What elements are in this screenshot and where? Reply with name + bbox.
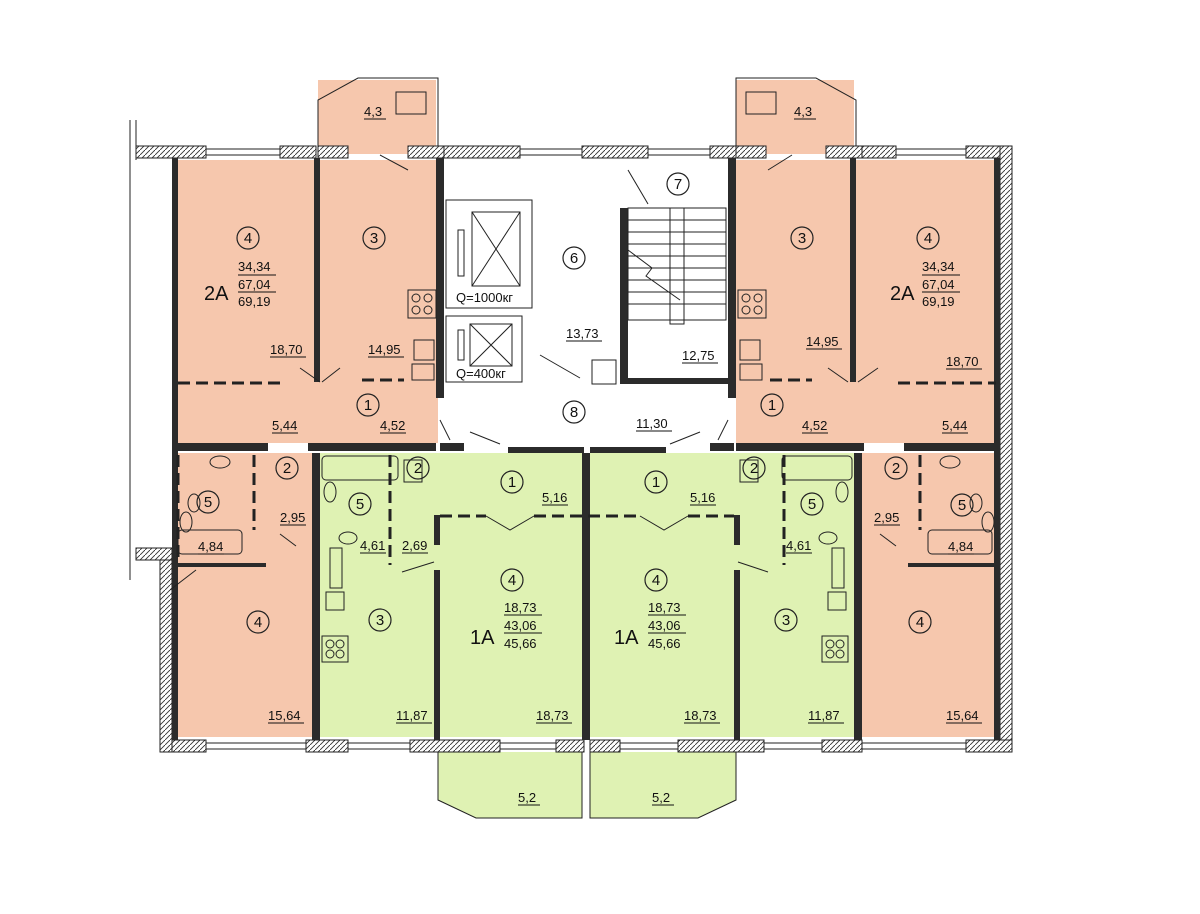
area-label: 14,95 xyxy=(368,342,401,357)
room-number: 7 xyxy=(674,176,682,193)
total-area: 43,06 xyxy=(504,618,537,633)
unit-left-2a-fill xyxy=(178,80,438,737)
interior-walls xyxy=(172,158,1000,740)
living-area: 18,73 xyxy=(648,600,681,615)
exterior-walls xyxy=(135,145,1013,753)
area-label: 4,84 xyxy=(948,539,973,554)
unit-right-1a-fill xyxy=(590,453,856,818)
area-label: 18,70 xyxy=(270,342,303,357)
area-label: 5,16 xyxy=(542,490,567,505)
area-label: 5,44 xyxy=(272,418,297,433)
area-label: 18,73 xyxy=(536,708,569,723)
door-swings xyxy=(169,154,897,591)
total-area-balcony: 69,19 xyxy=(238,294,271,309)
room-number: 1 xyxy=(508,474,516,491)
room-number: 1 xyxy=(768,397,776,414)
lift-capacity-large: Q=1000кг xyxy=(456,290,513,305)
total-area: 43,06 xyxy=(648,618,681,633)
area-label: 12,75 xyxy=(682,348,715,363)
room-number: 3 xyxy=(798,230,806,247)
fixtures-left xyxy=(177,289,437,663)
area-label: 4,52 xyxy=(802,418,827,433)
area-label: 11,87 xyxy=(396,708,428,723)
balcony-area: 5,2 xyxy=(652,790,670,805)
living-area: 34,34 xyxy=(922,259,955,274)
room-number: 4 xyxy=(924,230,932,247)
core-labels: Q=1000кг Q=400кг 6 13,73 7 12,75 8 11,30 xyxy=(456,176,718,432)
area-label: 14,95 xyxy=(806,334,839,349)
room-number: 4 xyxy=(508,572,516,589)
room-number: 4 xyxy=(916,614,924,631)
room-number: 5 xyxy=(356,496,364,513)
unit-left-1a-labels: 1 2 5 3 4 1А 18,73 43,06 45,66 5,16 4,61… xyxy=(356,460,572,806)
room-number: 2 xyxy=(750,460,758,477)
area-label: 15,64 xyxy=(946,708,979,723)
lift-capacity-small: Q=400кг xyxy=(456,366,506,381)
room-number: 8 xyxy=(570,404,578,421)
area-label: 5,16 xyxy=(690,490,715,505)
room-number: 5 xyxy=(808,496,816,513)
windows xyxy=(206,148,966,750)
living-area: 18,73 xyxy=(504,600,537,615)
total-area-balcony: 45,66 xyxy=(504,636,537,651)
room-number: 2 xyxy=(283,460,291,477)
dashed-partitions xyxy=(176,378,996,565)
total-area: 67,04 xyxy=(922,277,955,292)
staircase xyxy=(591,207,727,385)
room-number: 3 xyxy=(782,612,790,629)
unit-right-2a-labels: 3 4 1 2 5 4 2А 34,34 67,04 69,19 4,3 14,… xyxy=(768,104,982,724)
room-number: 4 xyxy=(244,230,252,247)
lift-large xyxy=(445,199,533,309)
unit-right-2a-fill xyxy=(736,80,998,737)
unit-right-1a-labels: 1 2 5 3 4 1А 18,73 43,06 45,66 5,16 4,61… xyxy=(614,460,844,806)
room-number: 1 xyxy=(364,397,372,414)
room-number: 5 xyxy=(204,494,212,511)
balcony-area: 4,3 xyxy=(364,104,382,119)
room-fills xyxy=(178,80,998,818)
balcony-area: 4,3 xyxy=(794,104,812,119)
area-label: 11,87 xyxy=(808,708,840,723)
room-number: 4 xyxy=(254,614,262,631)
room-number: 2 xyxy=(892,460,900,477)
unit-type-label: 2А xyxy=(204,283,229,305)
lift-small xyxy=(445,315,523,383)
total-area-balcony: 69,19 xyxy=(922,294,955,309)
unit-type-label: 1А xyxy=(470,627,495,649)
balcony-fixtures xyxy=(395,91,777,115)
room-number-circles xyxy=(196,172,974,634)
balcony-walls xyxy=(129,77,857,819)
room-number: 2 xyxy=(414,460,422,477)
area-label: 4,61 xyxy=(360,538,385,553)
area-label: 4,84 xyxy=(198,539,223,554)
unit-left-2a-labels: 4 3 1 2 5 4 2А 34,34 67,04 69,19 4,3 18,… xyxy=(198,104,406,724)
total-area-balcony: 45,66 xyxy=(648,636,681,651)
total-area: 67,04 xyxy=(238,277,271,292)
room-number: 5 xyxy=(958,497,966,514)
area-label: 4,52 xyxy=(380,418,405,433)
area-label: 18,70 xyxy=(946,354,979,369)
room-number: 3 xyxy=(376,612,384,629)
living-area: 34,34 xyxy=(238,259,271,274)
balcony-area: 5,2 xyxy=(518,790,536,805)
area-label: 15,64 xyxy=(268,708,301,723)
area-label: 2,95 xyxy=(280,510,305,525)
room-number: 6 xyxy=(570,250,578,267)
room-number: 1 xyxy=(652,474,660,491)
area-label: 4,61 xyxy=(786,538,811,553)
area-label: 13,73 xyxy=(566,326,599,341)
room-number: 3 xyxy=(370,230,378,247)
room-number: 4 xyxy=(652,572,660,589)
area-label: 2,95 xyxy=(874,510,899,525)
area-label: 5,44 xyxy=(942,418,967,433)
area-label: 2,69 xyxy=(402,538,427,553)
unit-type-label: 1А xyxy=(614,627,639,649)
area-label: 11,30 xyxy=(636,416,668,431)
unit-type-label: 2А xyxy=(890,283,915,305)
area-label: 18,73 xyxy=(684,708,717,723)
unit-left-1a-fill xyxy=(318,453,584,818)
